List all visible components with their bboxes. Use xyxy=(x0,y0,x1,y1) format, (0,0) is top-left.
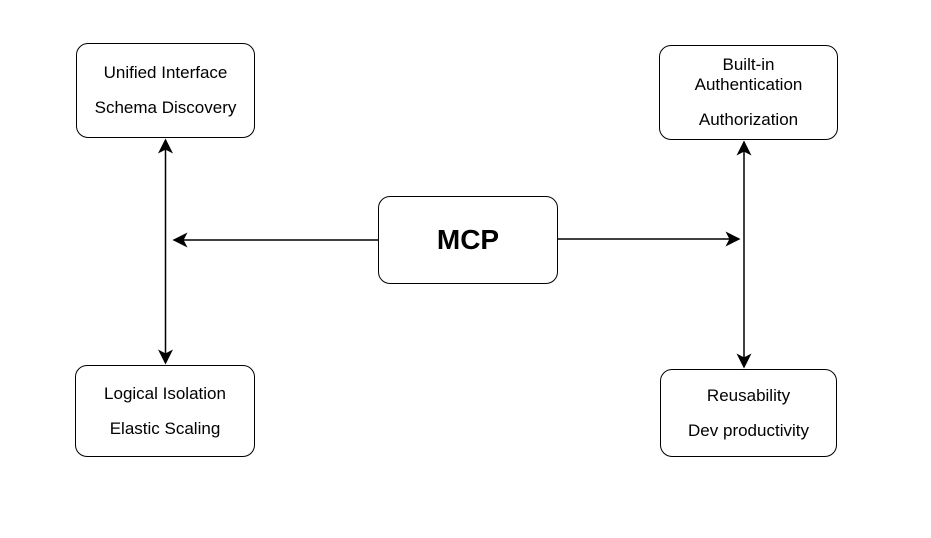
node-unified-interface: Unified Interface Schema Discovery xyxy=(76,43,255,138)
node-built-in-authentication: Built-in Authentication Authorization xyxy=(659,45,838,140)
node-text-line: Elastic Scaling xyxy=(109,418,221,438)
node-text-line: Built-in Authentication xyxy=(694,55,803,94)
mcp-label: MCP xyxy=(436,224,500,255)
node-text-line: Logical Isolation xyxy=(104,383,226,403)
node-text-line: Dev productivity xyxy=(688,420,809,440)
node-reusability: Reusability Dev productivity xyxy=(660,369,837,457)
node-text-line: Authorization xyxy=(698,110,799,129)
node-text-line: Reusability xyxy=(706,385,791,405)
node-mcp: MCP xyxy=(378,196,558,284)
node-text-line: Schema Discovery xyxy=(94,98,237,117)
node-logical-isolation: Logical Isolation Elastic Scaling xyxy=(75,365,255,457)
node-text-line: Unified Interface xyxy=(103,63,228,82)
